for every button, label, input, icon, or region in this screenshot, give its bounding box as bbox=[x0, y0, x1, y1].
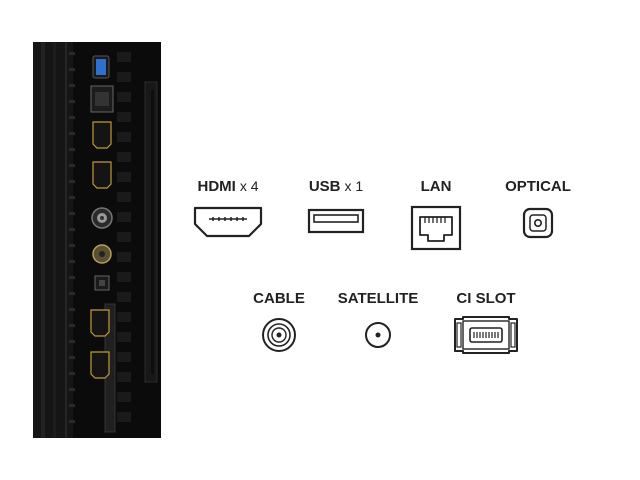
lan-label-text: LAN bbox=[420, 178, 452, 195]
ci-slot-label-text: CI SLOT bbox=[456, 290, 516, 307]
tv-rear-panel-graphic bbox=[33, 42, 161, 438]
usb-label-text: USB bbox=[308, 178, 341, 195]
optical-label: OPTICAL bbox=[505, 178, 571, 195]
satellite-label-text: SATELLITE bbox=[337, 290, 419, 307]
lan-icon bbox=[410, 205, 462, 251]
ci-slot-label: CI SLOT bbox=[456, 290, 515, 307]
cable-coax-icon bbox=[262, 318, 296, 352]
usb-icon bbox=[307, 208, 365, 234]
lan-label: LAN bbox=[421, 178, 452, 195]
hdmi-count: x 4 bbox=[239, 178, 259, 194]
usb-count: x 1 bbox=[344, 178, 364, 194]
satellite-connector-icon bbox=[365, 322, 391, 348]
cable-label: CABLE bbox=[253, 290, 305, 307]
optical-icon bbox=[522, 207, 554, 239]
tv-rear-panel bbox=[33, 42, 161, 438]
cable-label-text: CABLE bbox=[253, 290, 305, 307]
optical-label-text: OPTICAL bbox=[505, 178, 571, 195]
hdmi-icon bbox=[193, 206, 263, 238]
satellite-label: SATELLITE bbox=[338, 290, 419, 307]
ci-slot-icon bbox=[454, 316, 518, 354]
hdmi-label-text: HDMI bbox=[197, 178, 236, 195]
